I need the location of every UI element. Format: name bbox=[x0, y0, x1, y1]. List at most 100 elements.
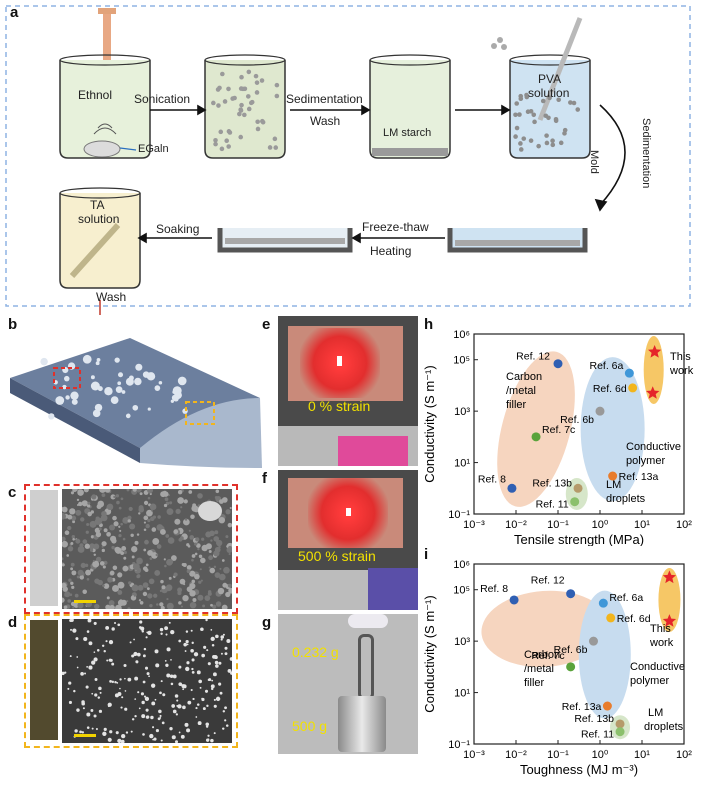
beaker-ethanol bbox=[59, 8, 151, 159]
region-label: polymer bbox=[630, 675, 669, 687]
point-label: Ref. 6b bbox=[560, 414, 594, 426]
axes-frame bbox=[473, 563, 685, 745]
x-tick-label: 10⁻² bbox=[505, 519, 527, 531]
point-label: Ref. 6a bbox=[609, 592, 643, 604]
y-tick-label: 10¹ bbox=[454, 688, 470, 700]
panel-label-b: b bbox=[8, 316, 18, 333]
point-label: Ref. 6d bbox=[593, 383, 627, 395]
dashed-frame bbox=[5, 5, 691, 307]
data-point bbox=[608, 471, 618, 481]
data-point bbox=[628, 383, 638, 393]
weight-top-label: 0.232 g bbox=[292, 644, 339, 660]
label-lm-starch: LM starch bbox=[383, 127, 432, 139]
data-point bbox=[602, 701, 612, 711]
region-label: This bbox=[670, 351, 691, 363]
x-tick-label: 10¹ bbox=[634, 749, 650, 761]
panel-label-f: f bbox=[262, 470, 267, 487]
point-label: Ref. 6b bbox=[554, 644, 588, 656]
sem-panel-d bbox=[24, 614, 238, 748]
caption-0-strain: 0 % strain bbox=[308, 398, 371, 414]
panel-label-d: d bbox=[8, 614, 18, 631]
beaker-ta bbox=[59, 187, 141, 289]
region-label: polymer bbox=[626, 455, 665, 467]
label-sedimentation-1: Sedimentation bbox=[286, 92, 363, 106]
region-label: LM bbox=[606, 479, 621, 491]
point-label: Ref. 13b bbox=[574, 713, 614, 725]
label-wash-2: Wash bbox=[96, 290, 127, 304]
region-label: Conductive bbox=[626, 441, 681, 453]
y-tick-label: 10³ bbox=[454, 406, 470, 418]
process-schematic bbox=[5, 5, 691, 318]
point-label: Ref. 11 bbox=[536, 499, 569, 511]
red-dashed-box bbox=[53, 367, 81, 389]
photo-0-strain: 0 % strain bbox=[278, 316, 418, 466]
y-tick-label: 10¹ bbox=[454, 458, 470, 470]
y-axis-label: Conductivity (S m⁻¹) bbox=[422, 595, 437, 712]
x-tick-label: 10² bbox=[676, 519, 692, 531]
point-label: Ref. 8 bbox=[478, 473, 506, 485]
point-label: Ref. 13a bbox=[562, 701, 602, 713]
panel-label-e: e bbox=[262, 316, 271, 333]
y-tick-label: 10⁶ bbox=[453, 329, 470, 341]
region-label: Conductive bbox=[630, 661, 685, 673]
this-work-star bbox=[648, 345, 662, 358]
region-label: work bbox=[649, 637, 674, 649]
point-label: Ref. 8 bbox=[480, 583, 508, 595]
x-tick-label: 10⁻¹ bbox=[547, 519, 569, 531]
y-tick-label: 10⁶ bbox=[453, 559, 470, 571]
data-point bbox=[566, 662, 576, 672]
region-label: work bbox=[669, 365, 694, 377]
data-point bbox=[598, 598, 608, 608]
data-point bbox=[595, 406, 605, 416]
point-label: Ref. 12 bbox=[516, 351, 550, 363]
polymer-region bbox=[578, 590, 631, 719]
carbon-region bbox=[497, 351, 575, 507]
data-point bbox=[566, 589, 576, 599]
y-tick-label: 10⁵ bbox=[453, 585, 470, 597]
x-axis-label: Tensile strength (MPa) bbox=[514, 532, 644, 546]
yellow-dashed-box bbox=[185, 401, 215, 425]
photo-weight: 0.232 g 500 g bbox=[278, 614, 418, 754]
x-tick-label: 10⁰ bbox=[592, 749, 609, 761]
region-label: droplets bbox=[644, 721, 684, 733]
panel-label-i: i bbox=[424, 546, 429, 563]
x-tick-label: 10⁻¹ bbox=[547, 749, 569, 761]
this-work-star bbox=[662, 570, 677, 584]
label-heating: Heating bbox=[370, 244, 412, 258]
x-tick-label: 10¹ bbox=[634, 519, 650, 531]
process-arrows bbox=[137, 104, 626, 244]
x-tick-label: 10⁰ bbox=[592, 519, 609, 531]
data-point bbox=[509, 595, 519, 605]
data-point bbox=[615, 727, 625, 737]
panel-label-a: a bbox=[10, 4, 19, 21]
x-tick-label: 10² bbox=[676, 749, 692, 761]
region-label: Carbon bbox=[524, 649, 560, 661]
polymer-region bbox=[580, 357, 645, 502]
beaker-pva bbox=[491, 17, 591, 159]
data-point bbox=[573, 483, 583, 493]
label-mold: Mold bbox=[588, 150, 600, 174]
region-label: /metal bbox=[506, 385, 536, 397]
label-egain: EGaln bbox=[138, 143, 169, 155]
y-tick-label: 10³ bbox=[454, 636, 470, 648]
label-sonication: Sonication bbox=[134, 92, 191, 106]
y-tick-label: 10⁻¹ bbox=[448, 739, 470, 751]
label-ta-2: solution bbox=[78, 212, 120, 226]
panel-label-h: h bbox=[424, 316, 434, 333]
panel-label-g: g bbox=[262, 614, 272, 631]
this-work-star bbox=[662, 614, 677, 627]
photo-500-strain: 500 % strain bbox=[278, 470, 418, 610]
caption-500-strain: 500 % strain bbox=[298, 548, 376, 564]
point-label: Ref. 7c bbox=[531, 650, 564, 662]
point-label: Ref. 6d bbox=[617, 613, 651, 625]
data-point bbox=[531, 432, 541, 442]
x-tick-label: 10⁻³ bbox=[463, 519, 485, 531]
this-work-region bbox=[658, 567, 681, 632]
label-pva-1: PVA bbox=[538, 72, 562, 86]
this-work-star bbox=[646, 386, 660, 399]
x-tick-label: 10⁻² bbox=[505, 749, 527, 761]
region-label: Carbon bbox=[506, 371, 542, 383]
y-axis-label: Conductivity (S m⁻¹) bbox=[422, 365, 437, 482]
